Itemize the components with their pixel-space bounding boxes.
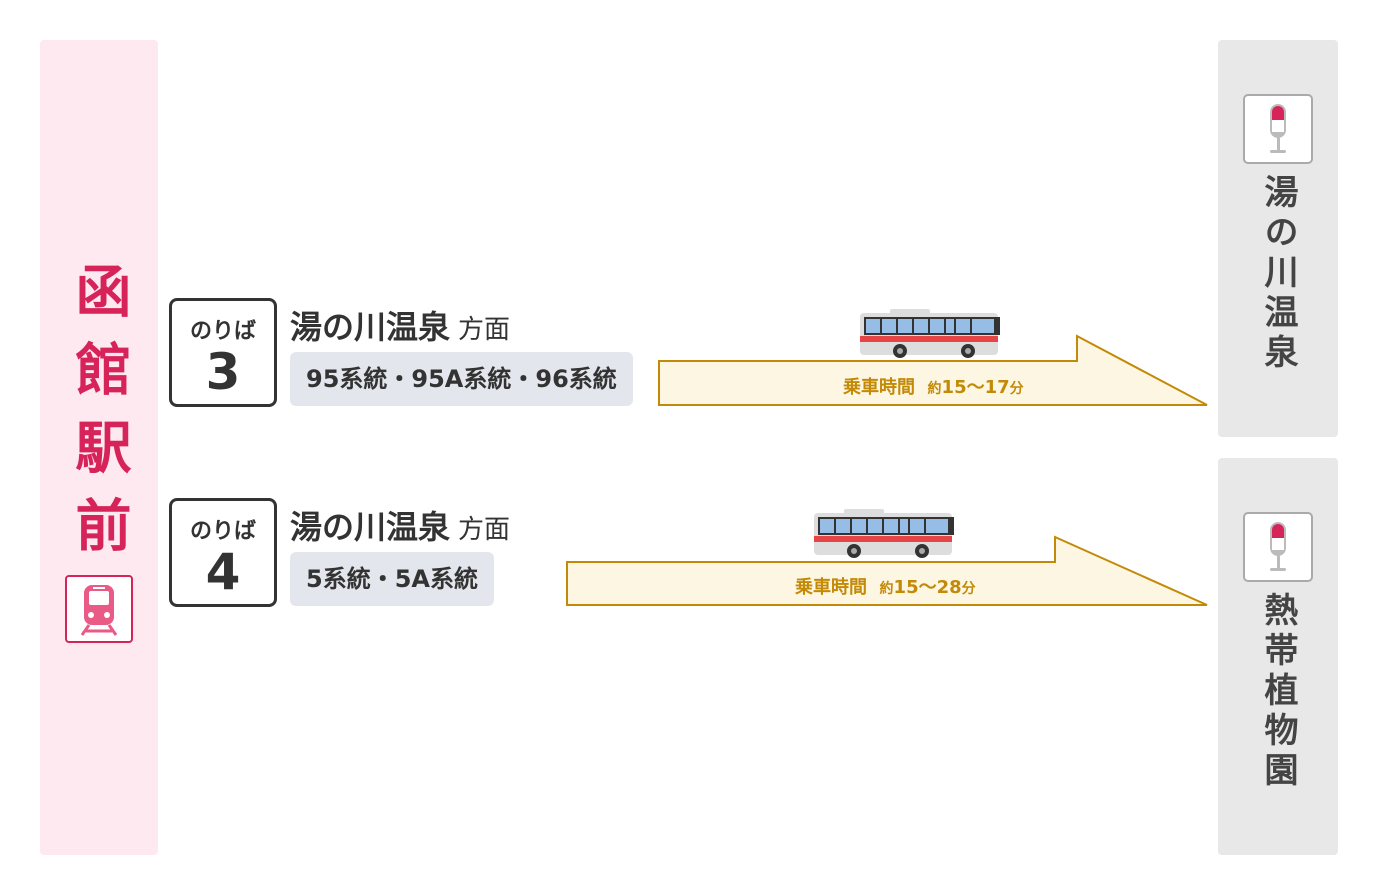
bus-stop-icon <box>1243 512 1313 582</box>
destination-panel-botanical: 熱帯植物園 <box>1218 458 1338 855</box>
approx: 約 <box>927 381 942 397</box>
bus-icon <box>814 509 954 558</box>
ride-time: 乗車時間 約15〜28分 <box>795 573 976 599</box>
route-arrow-4 <box>566 535 1208 606</box>
direction-suffix: 方面 <box>458 315 511 345</box>
bus-stop-icon <box>1243 94 1313 164</box>
route-arrow-3 <box>658 334 1208 406</box>
direction-suffix: 方面 <box>458 515 511 545</box>
destination-panel-yunokawa: 湯の川温泉 <box>1218 40 1338 437</box>
unit: 分 <box>961 581 976 597</box>
approx: 約 <box>879 581 894 597</box>
ride-duration: 15〜28 <box>893 577 962 598</box>
platform-badge-4: のりば 4 <box>169 498 277 607</box>
destination-name: 熱帯植物園 <box>1258 592 1298 792</box>
unit: 分 <box>1009 381 1024 397</box>
platform-label: のりば <box>189 519 256 544</box>
ride-duration: 15〜17 <box>941 377 1010 398</box>
train-icon <box>65 575 133 643</box>
platform-label: のりば <box>189 319 256 344</box>
route-lines: 95系統・95A系統・96系統 <box>290 352 633 406</box>
route-direction: 湯の川温泉方面 <box>290 502 510 548</box>
bus-icon <box>860 309 1000 358</box>
origin-station-name: 函館駅前 <box>66 262 131 574</box>
platform-number: 3 <box>205 343 241 401</box>
origin-station-panel: 函館駅前 <box>40 40 158 855</box>
ride-time: 乗車時間 約15〜17分 <box>843 373 1024 399</box>
direction-destination: 湯の川温泉 <box>290 308 451 346</box>
platform-number: 4 <box>205 543 241 601</box>
destination-name: 湯の川温泉 <box>1258 174 1298 374</box>
ride-time-label: 乗車時間 <box>795 577 867 598</box>
platform-badge-3: のりば 3 <box>169 298 277 407</box>
route-lines: 5系統・5A系統 <box>290 552 494 606</box>
ride-time-label: 乗車時間 <box>843 377 915 398</box>
route-direction: 湯の川温泉方面 <box>290 302 510 348</box>
direction-destination: 湯の川温泉 <box>290 508 451 546</box>
